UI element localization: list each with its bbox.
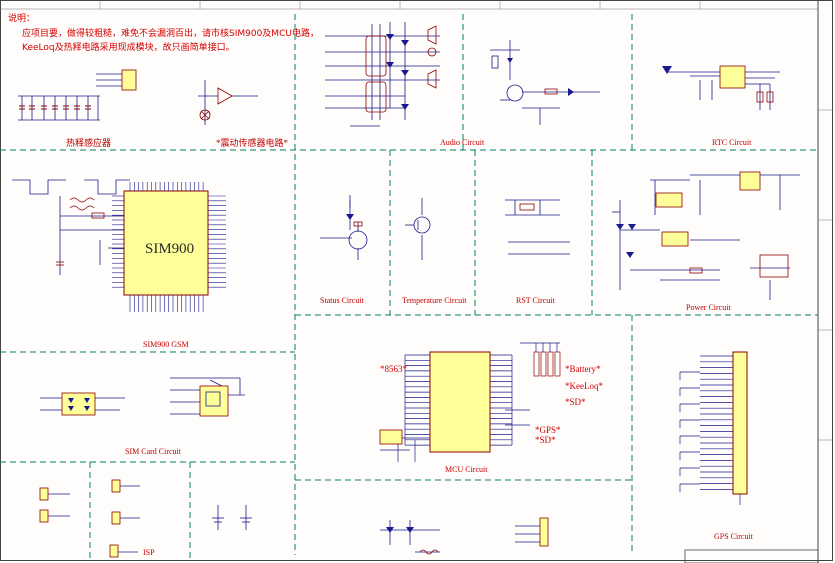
section-rtc: RTC Circuit	[712, 138, 752, 147]
mcu-tag-sd-1: *SD*	[565, 397, 586, 407]
mcu-tag-keeloq: *KeeLoq*	[565, 381, 603, 391]
bottom-middle-circuit	[380, 520, 540, 553]
isp-circuit	[48, 485, 247, 553]
mcu-wires	[404, 354, 513, 446]
notes-line-1: 应项目要，做得较粗糙，难免不会漏洞百出，请市核SIM900及MCU电路，	[22, 29, 319, 39]
section-audio: Audio Circuit	[440, 138, 485, 147]
section-pyro: 热释感应器	[66, 138, 112, 148]
section-temperature: Temperature Circuit	[402, 296, 467, 305]
section-dividers	[0, 14, 818, 560]
section-sim-card: SIM Card Circuit	[125, 447, 181, 456]
vibration-circuit	[198, 80, 258, 125]
power-circuit	[612, 174, 800, 300]
section-power: Power Circuit	[686, 303, 731, 312]
section-gps: GPS Circuit	[714, 532, 753, 541]
rtc-circuit	[668, 71, 780, 110]
mcu-tag-8563: *8563*	[380, 364, 407, 374]
temperature-circuit	[405, 198, 423, 260]
rst-circuit	[505, 199, 570, 255]
sim900-chip	[123, 190, 209, 296]
mcu-tag-gps: *GPS*	[535, 425, 561, 435]
section-isp: ISP	[143, 548, 155, 557]
notes-title: 说明：	[8, 14, 36, 24]
gsm-circuit	[12, 179, 130, 275]
section-sim900-gsm: SIM900 GSM	[143, 340, 189, 349]
sim-card-circuit	[40, 377, 245, 415]
sim900-chip-label: SIM900	[145, 241, 195, 257]
mcu-tag-battery: *Battery*	[565, 364, 601, 374]
section-rst: RST Circuit	[516, 296, 555, 305]
mcu-tag-sd-2: *SD*	[535, 435, 556, 445]
status-circuit	[320, 195, 359, 260]
gps-module	[732, 351, 748, 495]
gps-wires	[679, 355, 741, 505]
mcu-chip	[429, 351, 491, 453]
section-mcu: MCU Circuit	[445, 465, 488, 474]
section-status: Status Circuit	[320, 296, 364, 305]
notes-line-2: KeeLoq及热释电路采用现成模块，故只画简单接口。	[22, 43, 235, 53]
audio-circuit	[325, 22, 440, 120]
pyro-circuit	[18, 95, 100, 121]
section-vibration: *震动传感器电路*	[216, 138, 289, 148]
